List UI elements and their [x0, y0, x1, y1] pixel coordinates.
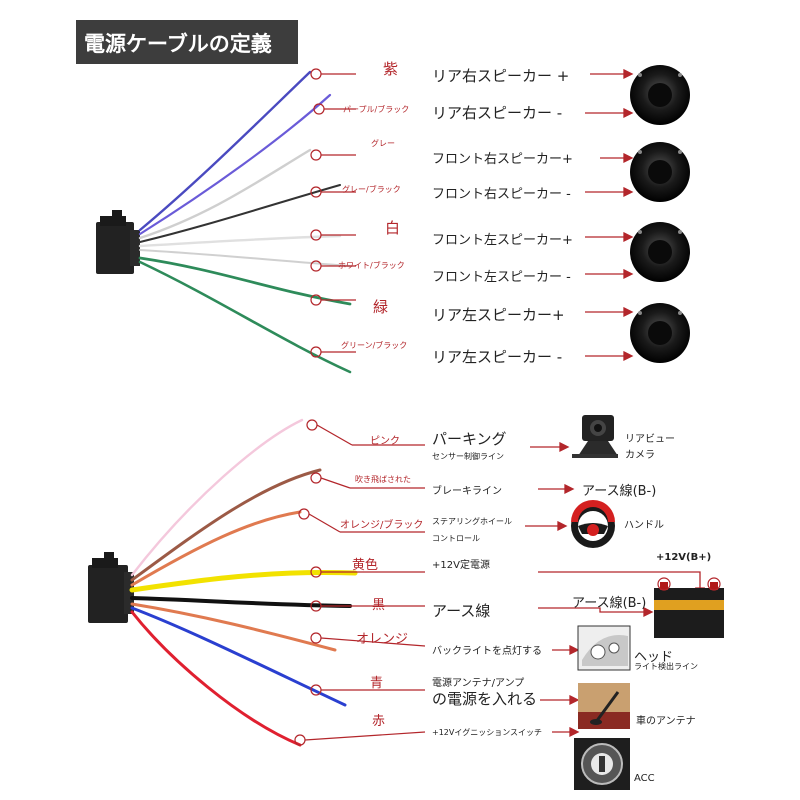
wire-color-label: 赤: [372, 714, 386, 729]
target-sub-label: カメラ: [625, 450, 655, 461]
wire-function-label: リア左スピーカー+: [432, 306, 565, 324]
wire-function-label: アース線: [432, 602, 491, 620]
power-wires: [129, 418, 358, 747]
wire-gray: [138, 148, 312, 240]
wire-color-label: パープル/ブラック: [343, 105, 410, 114]
speaker-icon: [630, 222, 690, 282]
wire-blue: [130, 606, 347, 707]
camera-icon: [572, 415, 618, 458]
wire-function-label: バックライトを点灯する: [432, 646, 542, 657]
target-label: リアビュー: [625, 434, 675, 445]
headlight-icon: [577, 625, 631, 671]
wire-color-label: グレー/ブラック: [342, 185, 401, 194]
wire-function-label: 電源アンテナ/アンプ: [432, 678, 525, 689]
wire-function-label: +12V定電源: [432, 560, 490, 571]
steering-wheel-icon: [571, 500, 615, 548]
wire-function-label: パーキング: [432, 430, 507, 448]
speaker-icon: [630, 65, 690, 125]
wire-function-label: リア右スピーカー -: [432, 104, 563, 122]
wire-function-label: フロント左スピーカー+: [432, 233, 573, 248]
speaker-arrows: [585, 68, 634, 362]
wire-color-label: グレー: [371, 139, 395, 148]
wire-color-label: 白: [385, 219, 401, 237]
target-label: ヘッド: [634, 650, 674, 665]
wire-white: [138, 234, 342, 248]
wire-color-label: 青: [370, 676, 384, 691]
wire-color-label: グリーン/ブラック: [341, 341, 408, 350]
battery-icon: [654, 577, 724, 638]
wire-pink: [130, 418, 304, 577]
wire-orange-black: [130, 510, 302, 587]
target-label: +12V(B+): [656, 552, 712, 563]
wire-function-label: ステアリングホイール: [432, 517, 512, 526]
wire-purple: [138, 70, 312, 232]
wire-function-label: リア左スピーカー -: [432, 348, 563, 366]
wire-red: [130, 610, 302, 747]
wire-function-label: フロント右スピーカー -: [432, 187, 571, 202]
power-connector: [88, 552, 134, 623]
speaker-wires: [138, 70, 352, 374]
wire-sub-label: コントロール: [432, 534, 480, 543]
wire-orange: [130, 602, 337, 652]
target-label: アース線(B-): [582, 484, 657, 499]
wire-function-label: フロント左スピーカー -: [432, 270, 571, 285]
speaker-icon: [630, 303, 690, 363]
page-title: 電源ケーブルの定義: [84, 32, 272, 56]
target-label: ACC: [634, 773, 655, 784]
speaker-icon: [630, 142, 690, 202]
target-sub-label: ライト検出ライン: [634, 662, 698, 671]
wire-black: [130, 596, 352, 608]
wire-color-label: オレンジ/ブラック: [340, 520, 424, 531]
wire-yellow: [129, 569, 358, 593]
wire-color-label: オレンジ: [356, 632, 409, 647]
speaker-callouts: [310, 68, 356, 358]
wire-brown: [130, 468, 322, 582]
wire-sub-label: センサー制御ライン: [432, 452, 504, 461]
wire-purple-black: [138, 93, 332, 236]
wire-green: [138, 256, 352, 306]
wire-sub-label: の電源を入れる: [432, 690, 538, 708]
wire-color-label: 黄色: [352, 558, 379, 573]
wire-function-label: +12Vイグニッションスイッチ: [432, 728, 543, 737]
wire-function-label: ブレーキライン: [432, 486, 502, 497]
wire-function-label: フロント右スピーカー+: [432, 152, 573, 167]
speaker-connector: [96, 210, 140, 274]
target-label: アース線(B-): [572, 596, 647, 611]
wire-white-black: [139, 249, 351, 267]
antenna-icon: [578, 683, 630, 729]
wire-gray-black: [139, 184, 341, 243]
wire-color-label: ホワイト/ブラック: [338, 261, 405, 270]
power-callouts: [294, 419, 426, 746]
wire-green-black: [138, 260, 352, 374]
wire-color-label: 吹き飛ばされた: [355, 475, 411, 484]
ignition-icon: [574, 738, 630, 790]
wire-color-label: 黒: [372, 598, 386, 613]
target-label: ハンドル: [624, 520, 664, 531]
target-label: 車のアンテナ: [636, 716, 696, 727]
wire-color-label: 緑: [373, 298, 389, 316]
title-banner: 電源ケーブルの定義: [76, 20, 298, 64]
wire-color-label: ピンク: [370, 436, 400, 447]
wire-function-label: リア右スピーカー +: [432, 67, 570, 85]
wire-color-label: 紫: [383, 60, 399, 78]
